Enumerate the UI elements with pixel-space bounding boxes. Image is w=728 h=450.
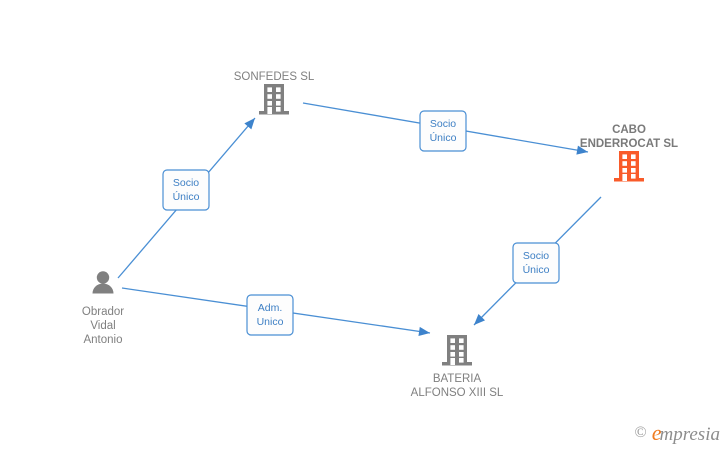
building-window [276,94,281,99]
building-window [459,352,464,357]
edge-label-line: Único [523,263,550,276]
building-window [276,101,281,106]
building-window [622,154,627,159]
node-label-line: Obrador [82,306,124,318]
edge-label-box[interactable] [162,169,210,211]
edges-layer [117,102,602,336]
building-window [450,345,455,350]
brand-name: e mpresia [651,420,720,445]
building-door [267,107,272,114]
node-company-sonfedes[interactable]: SONFEDES SL [234,71,315,115]
node-label-line: SONFEDES SL [234,71,315,83]
building-body [619,151,639,178]
building-window [631,174,636,179]
building-window [631,161,636,166]
edge-arrowhead [474,313,486,325]
node-label-line: ALFONSO XIII SL [411,387,504,399]
building-window [276,87,281,92]
person-icon[interactable] [92,271,114,294]
edge-label-line: Único [430,131,457,144]
edge-label-edge-obrador-to-bateria[interactable]: Adm. Unico [246,294,294,336]
node-label-line: Antonio [83,334,122,346]
edge-label-line: Socio [523,250,549,262]
building-window [267,101,272,106]
node-label-line: ENDERROCAT SL [580,138,678,150]
building-window [622,168,627,173]
person-head [96,271,110,284]
building-window [267,87,272,92]
building-icon[interactable] [259,84,289,115]
edge-label-box[interactable] [419,110,467,152]
edge-label-box[interactable] [512,242,560,284]
building-window [459,338,464,343]
building-window [276,107,281,112]
node-company-cabo-enderrocat[interactable]: CABO ENDERROCAT SL [580,124,678,182]
building-body [447,335,467,362]
brand-initial: e [651,420,662,445]
building-base [614,178,644,182]
edge-label-line: Unico [257,316,284,328]
person-shoulders [92,283,114,294]
building-window [622,161,627,166]
building-window [267,94,272,99]
edge-label-line: Adm. [258,302,283,314]
node-label-line: Vidal [90,320,115,332]
building-window [450,352,455,357]
building-door [450,358,455,365]
building-window [459,358,464,363]
node-label-line: BATERIA [433,373,482,385]
empresia-watermark: © e mpresia [634,420,720,445]
brand-remainder: mpresia [659,424,720,445]
node-company-bateria-alfonso[interactable]: BATERIA ALFONSO XIII SL [411,335,504,399]
edge-arrowhead [418,326,430,336]
building-icon[interactable] [614,151,644,182]
edge-label-box[interactable] [246,294,294,336]
copyright-icon: © [634,424,647,441]
edge-label-line: Socio [430,118,456,130]
building-window [631,154,636,159]
building-icon[interactable] [442,335,472,366]
node-label-line: CABO [612,124,646,136]
building-body [264,84,284,111]
building-window [631,168,636,173]
building-door [622,174,627,181]
building-base [442,362,472,366]
edge-label-line: Socio [173,177,199,189]
building-base [259,111,289,115]
edge-arrowhead [244,118,255,130]
edge-label-line: Único [173,190,200,203]
building-window [450,338,455,343]
edge-arrowhead [576,145,588,155]
building-window [459,345,464,350]
